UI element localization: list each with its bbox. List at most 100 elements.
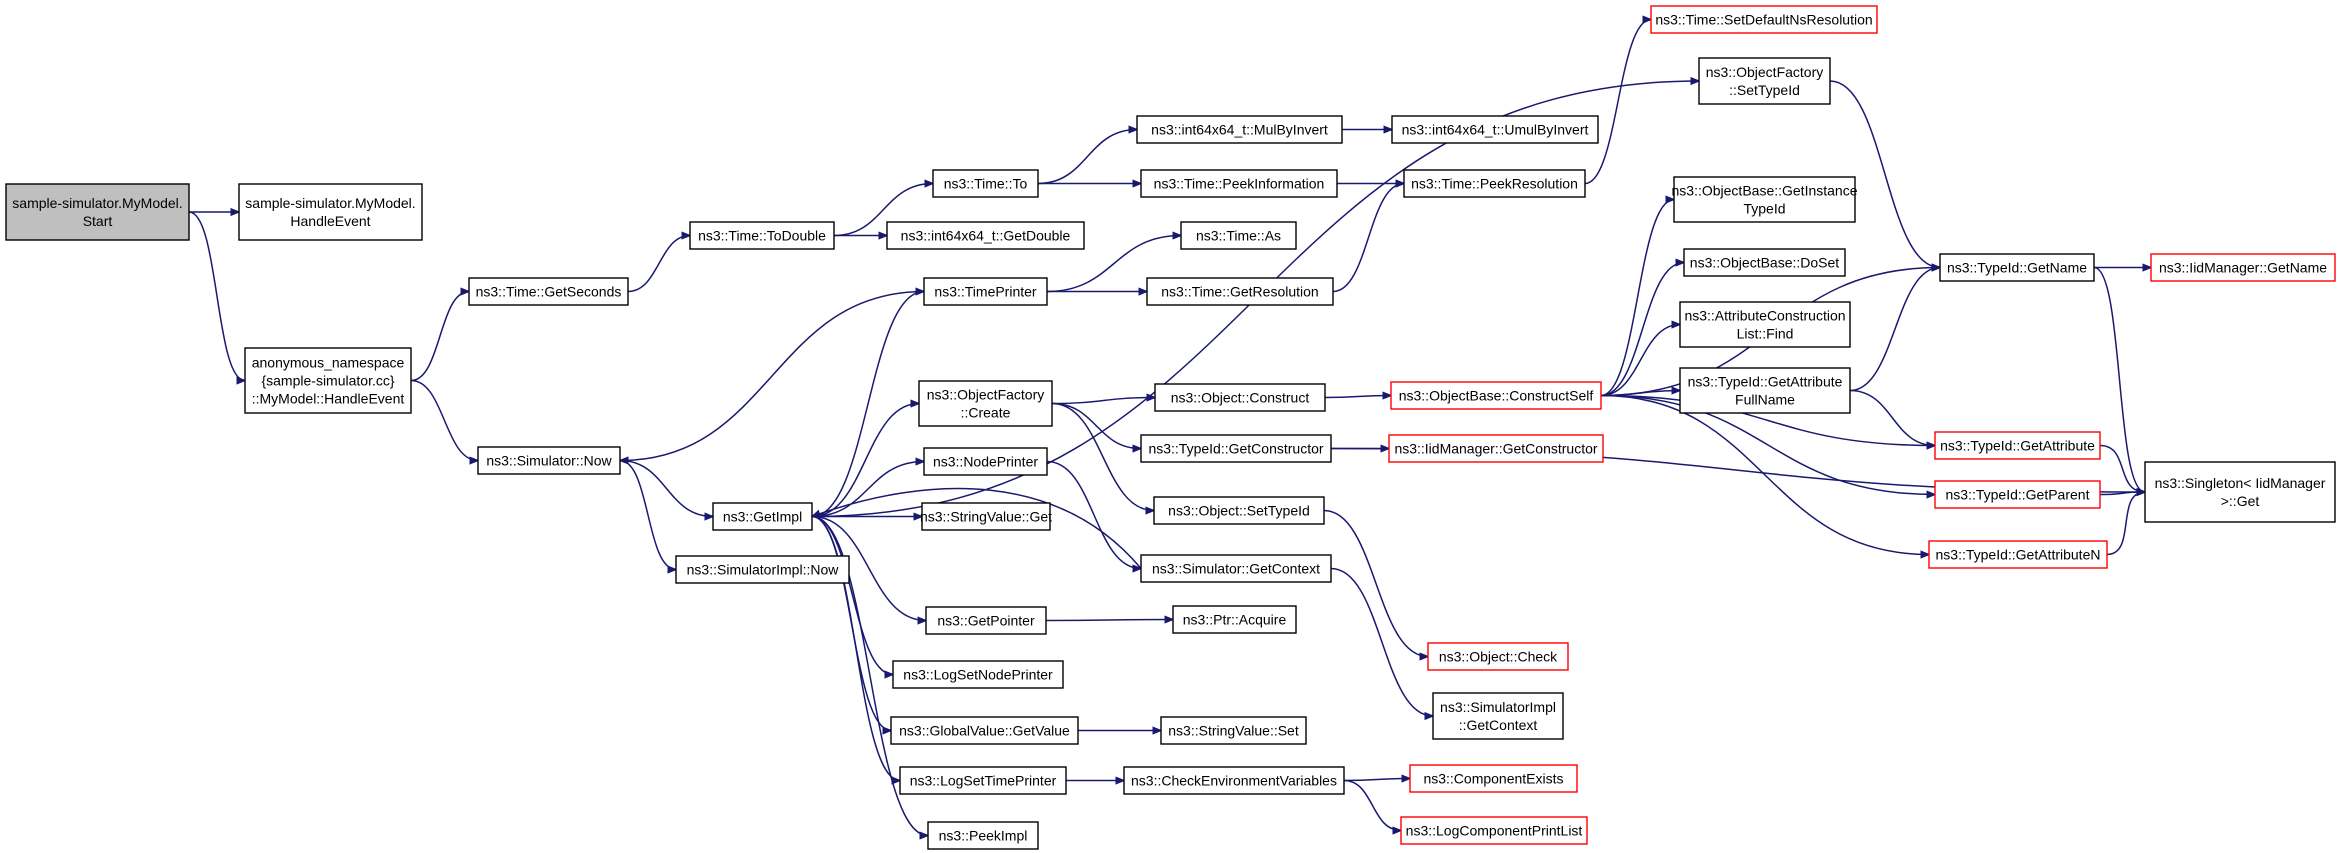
graph-node-objectbase-constructself[interactable]: ns3::ObjectBase::ConstructSelf (1390, 381, 1602, 410)
call-edge-typeid_getattributefullname-to-typeid_getattribute (1849, 389, 1935, 446)
call-edge-simulator_getcontext-to-simulatorimpl_getcontext (1330, 567, 1433, 717)
node-box (1939, 253, 2095, 282)
graph-node-int64-mulbyinvert[interactable]: ns3::int64x64_t::MulByInvert (1136, 115, 1343, 144)
node-label-line: FullName (1735, 392, 1795, 408)
graph-node-componentexists[interactable]: ns3::ComponentExists (1409, 764, 1578, 793)
node-label-line: ns3::Simulator::GetContext (1152, 561, 1320, 577)
node-label-line: ::Create (961, 405, 1011, 421)
node-box (1928, 540, 2108, 569)
graph-node-object-check[interactable]: ns3::Object::Check (1427, 642, 1569, 671)
graph-node-time-peekinformation[interactable]: ns3::Time::PeekInformation (1140, 169, 1338, 198)
graph-node-logsetnodeprinter[interactable]: ns3::LogSetNodePrinter (892, 660, 1064, 689)
graph-node-time-getseconds[interactable]: ns3::Time::GetSeconds (468, 277, 629, 306)
graph-node-int64-getdouble[interactable]: ns3::int64x64_t::GetDouble (886, 221, 1085, 250)
graph-node-stringvalue-get[interactable]: ns3::StringValue::Get (920, 502, 1052, 531)
node-box (921, 502, 1051, 531)
graph-node-int64-umulbyinvert[interactable]: ns3::int64x64_t::UmulByInvert (1391, 115, 1599, 144)
node-label-line: ns3::int64x64_t::MulByInvert (1151, 122, 1328, 138)
node-box (927, 821, 1039, 850)
node-box (1679, 301, 1851, 348)
graph-node-simulatorimpl-getcontext[interactable]: ns3::SimulatorImpl::GetContext (1432, 692, 1564, 740)
node-label-line: {sample-simulator.cc} (261, 373, 394, 389)
node-box (1934, 431, 2101, 460)
graph-node-handle-event[interactable]: sample-simulator.MyModel.HandleEvent (238, 183, 423, 241)
node-box (1403, 169, 1586, 198)
node-label-line: ns3::Ptr::Acquire (1183, 612, 1287, 628)
graph-node-logsettimeprinter[interactable]: ns3::LogSetTimePrinter (899, 766, 1067, 795)
graph-node-typeid-getparent[interactable]: ns3::TypeId::GetParent (1934, 480, 2101, 509)
node-label-line: ns3::StringValue::Get (920, 509, 1052, 525)
node-box (1388, 434, 1604, 463)
node-label-line: ns3::ObjectFactory (1706, 64, 1824, 80)
call-edge-time_getseconds-to-time_todouble (627, 236, 690, 293)
graph-node-peekimpl[interactable]: ns3::PeekImpl (927, 821, 1039, 850)
node-label-line: TypeId (1743, 201, 1785, 217)
graph-node-object-settypeid[interactable]: ns3::Object::SetTypeId (1153, 496, 1325, 525)
node-label-line: ns3::Time::SetDefaultNsResolution (1655, 12, 1872, 28)
graph-node-typeid-getattributen[interactable]: ns3::TypeId::GetAttributeN (1928, 540, 2108, 569)
node-label-line: ns3::Object::SetTypeId (1168, 503, 1310, 519)
node-label-line: anonymous_namespace (252, 355, 405, 371)
node-label-line: ns3::Time::ToDouble (698, 228, 826, 244)
node-label-line: ns3::ObjectBase::ConstructSelf (1399, 388, 1594, 404)
node-box (923, 277, 1048, 306)
graph-node-time-peekresolution[interactable]: ns3::Time::PeekResolution (1403, 169, 1586, 198)
graph-node-object-construct[interactable]: ns3::Object::Construct (1154, 383, 1326, 412)
node-box (1140, 434, 1332, 463)
graph-node-objectfactory-create[interactable]: ns3::ObjectFactory::Create (918, 380, 1053, 427)
graph-node-timeprinter[interactable]: ns3::TimePrinter (923, 277, 1048, 306)
graph-node-typeid-getname[interactable]: ns3::TypeId::GetName (1939, 253, 2095, 282)
graph-node-simulator-getcontext[interactable]: ns3::Simulator::GetContext (1140, 554, 1332, 583)
node-label-line: ns3::int64x64_t::GetDouble (901, 228, 1071, 244)
graph-node-iidmanager-getname[interactable]: ns3::IidManager::GetName (2150, 253, 2336, 282)
graph-node-time-to[interactable]: ns3::Time::To (932, 169, 1039, 198)
graph-node-stringvalue-set[interactable]: ns3::StringValue::Set (1160, 716, 1307, 745)
node-label-line: ns3::Object::Construct (1171, 390, 1310, 406)
graph-node-objectbase-doset[interactable]: ns3::ObjectBase::DoSet (1683, 248, 1846, 277)
graph-node-getimpl[interactable]: ns3::GetImpl (712, 502, 813, 531)
call-edge-objectbase_constructself-to-typeid_getattribute (1600, 394, 1935, 446)
node-box (1140, 554, 1332, 583)
node-label-line: ns3::ObjectBase::GetInstance (1672, 183, 1858, 199)
graph-node-logcomponentprintlist[interactable]: ns3::LogComponentPrintList (1400, 816, 1588, 845)
node-label-line: ns3::GetImpl (723, 509, 802, 525)
graph-node-time-getresolution[interactable]: ns3::Time::GetResolution (1146, 277, 1334, 306)
graph-node-simulatorimpl-now[interactable]: ns3::SimulatorImpl::Now (675, 555, 850, 584)
node-label-line: sample-simulator.MyModel. (12, 195, 182, 211)
call-edge-objectfactory_create-to-typeid_getconstructor (1051, 402, 1141, 449)
node-box (925, 606, 1047, 635)
node-label-line: ns3::AttributeConstruction (1684, 308, 1845, 324)
graph-node-time-as[interactable]: ns3::Time::As (1180, 221, 1297, 250)
node-box (890, 716, 1079, 745)
graph-node-checkenvvars[interactable]: ns3::CheckEnvironmentVariables (1123, 766, 1345, 795)
node-label-line: ns3::int64x64_t::UmulByInvert (1402, 122, 1589, 138)
graph-node-typeid-getconstructor[interactable]: ns3::TypeId::GetConstructor (1140, 434, 1332, 463)
graph-node-simulator-now[interactable]: ns3::Simulator::Now (477, 446, 621, 475)
graph-node-objectfactory-settypeid[interactable]: ns3::ObjectFactory::SetTypeId (1698, 57, 1831, 105)
call-edge-time_to-to-int64_mulbyinvert (1037, 130, 1137, 185)
graph-node-typeid-getattribute[interactable]: ns3::TypeId::GetAttribute (1934, 431, 2101, 460)
graph-node-ptr-acquire[interactable]: ns3::Ptr::Acquire (1172, 605, 1297, 634)
call-edge-typeid_getattributen-to-singleton_get (2106, 492, 2145, 556)
node-box (689, 221, 835, 250)
graph-node-iidmanager-getconstructor[interactable]: ns3::IidManager::GetConstructor (1388, 434, 1604, 463)
graph-node-anon-handle-event[interactable]: anonymous_namespace {sample-simulator.cc}… (244, 347, 412, 414)
node-box (932, 169, 1039, 198)
graph-node-time-setdefaultnsresolution[interactable]: ns3::Time::SetDefaultNsResolution (1650, 5, 1878, 34)
call-edge-simulator_now-to-simulatorimpl_now (619, 459, 676, 570)
graph-node-getpointer[interactable]: ns3::GetPointer (925, 606, 1047, 635)
graph-node-nodeprinter[interactable]: ns3::NodePrinter (923, 447, 1048, 476)
graph-node-globalvalue-getvalue[interactable]: ns3::GlobalValue::GetValue (890, 716, 1079, 745)
node-box (5, 183, 190, 241)
node-box (477, 446, 621, 475)
graph-node-start[interactable]: sample-simulator.MyModel.Start (5, 183, 190, 241)
call-edge-anon_handle_event-to-time_getseconds (410, 292, 469, 382)
node-label-line: ns3::Time::PeekInformation (1154, 176, 1325, 192)
graph-node-time-todouble[interactable]: ns3::Time::ToDouble (689, 221, 835, 250)
graph-node-singleton-get[interactable]: ns3::Singleton< IidManager>::Get (2144, 461, 2336, 523)
node-box (1123, 766, 1345, 795)
